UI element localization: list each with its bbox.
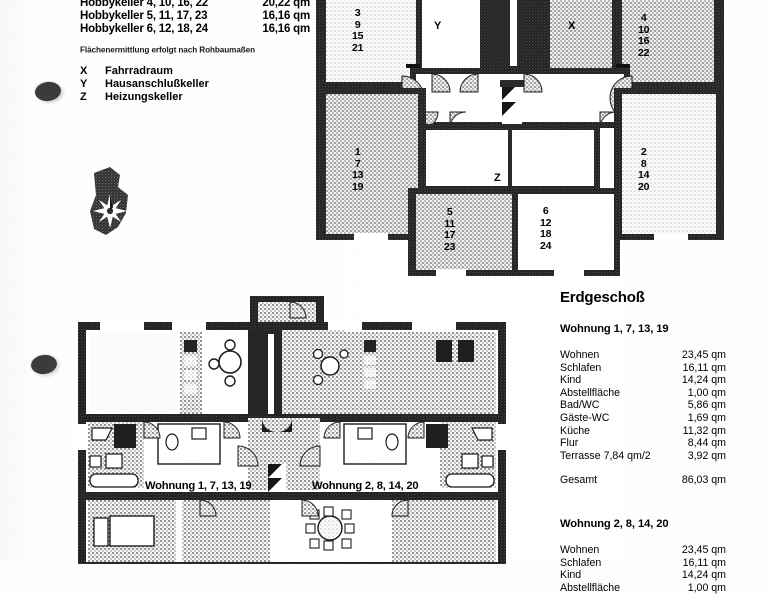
area-row: Schlafen 16,11 qm xyxy=(560,557,760,570)
area-value: 1,00 qm xyxy=(687,581,726,594)
symbol-key-letter: Z xyxy=(80,91,87,104)
area-label: Kind xyxy=(560,374,582,387)
symbol-key-letter: X xyxy=(80,64,88,77)
area-value: 16,11 qm xyxy=(682,556,726,569)
measurement-note: Flächenermittlung erfolgt nach Rohbaumaß… xyxy=(80,45,256,55)
apartment-block-title: Wohnung 1, 7, 13, 19 xyxy=(560,323,669,335)
area-table: Wohnen 23,45 qm Schlafen 16,11 qm Kind 1… xyxy=(560,544,760,594)
area-row: Abstellfläche 1,00 qm xyxy=(560,582,760,594)
block-spacer xyxy=(560,487,760,501)
area-value: 1,00 qm xyxy=(687,386,726,399)
area-value: 5,86 qm xyxy=(687,399,726,412)
apartment-area-block: Wohnung 2, 8, 14, 20 Wohnen 23,45 qm Sch… xyxy=(560,518,760,594)
legend-room-area: 16,16 qm xyxy=(262,23,310,36)
legend-row: Hobbykeller 6, 12, 18, 24 16,16 qm xyxy=(80,23,340,36)
area-label: Schlafen xyxy=(560,361,602,374)
area-total-label: Gesamt xyxy=(560,474,598,487)
area-value: 23,45 qm xyxy=(681,349,726,361)
legend-room-name: Hobbykeller 4, 10, 16, 22 xyxy=(80,0,208,9)
area-value: 3,92 qm xyxy=(687,449,726,462)
floor-title: Erdgeschoß xyxy=(560,289,645,306)
basement-area-legend: Hobbykeller 4, 10, 16, 22 20,22 qm Hobby… xyxy=(80,0,340,105)
area-row: Küche 11,32 qm xyxy=(560,425,760,438)
basement-letter-z: Z xyxy=(494,172,501,184)
area-row: Kind 14,24 qm xyxy=(560,374,760,387)
symbol-key-meaning: Heizungskeller xyxy=(105,91,183,104)
area-row: Kind 14,24 qm xyxy=(560,569,760,582)
symbol-key-letter: Y xyxy=(80,78,88,91)
area-row: Bad/WC 5,86 qm xyxy=(560,399,760,412)
symbol-key-meaning: Hausanschlußkeller xyxy=(105,78,209,91)
area-row: Terrasse 7,84 qm/2 3,92 qm xyxy=(560,450,760,463)
legend-room-name: Hobbykeller 6, 12, 18, 24 xyxy=(80,23,208,36)
area-label: Flur xyxy=(560,437,579,450)
area-total-row: Gesamt 86,03 qm xyxy=(560,474,760,487)
area-value: 14,24 qm xyxy=(681,374,726,387)
area-label: Wohnen xyxy=(560,543,600,556)
apartment-block-title: Wohnung 2, 8, 14, 20 xyxy=(560,517,669,530)
area-value: 8,44 qm xyxy=(687,437,726,450)
area-table: Wohnen 23,45 qm Schlafen 16,11 qm Kind 1… xyxy=(560,349,760,487)
ground-floor-plan xyxy=(72,296,512,564)
area-row: Wohnen 23,45 qm xyxy=(560,544,760,557)
area-label: Küche xyxy=(560,424,591,437)
area-row: Abstellfläche 1,00 qm xyxy=(560,387,760,400)
legend-row: Hobbykeller 5, 11, 17, 23 16,16 qm xyxy=(80,10,340,23)
basement-letter-x: X xyxy=(568,20,576,32)
area-label: Gäste-WC xyxy=(560,411,610,424)
area-value: 23,45 qm xyxy=(681,543,726,556)
area-row: Flur 8,44 qm xyxy=(560,437,760,450)
area-label: Abstellfläche xyxy=(560,386,621,399)
area-label: Kind xyxy=(560,569,582,582)
symbol-key-row: Z Heizungskeller xyxy=(80,91,340,104)
area-row: Gäste-WC 1,69 qm xyxy=(560,412,760,425)
area-total-value: 86,03 qm xyxy=(681,474,726,487)
apartment-label-left: Wohnung 1, 7, 13, 19 xyxy=(145,480,252,492)
symbol-key-meaning: Fahrradraum xyxy=(105,64,173,77)
area-label: Schlafen xyxy=(560,556,602,569)
apartment-area-block: Wohnung 1, 7, 13, 19 Wohnen 23,45 qm Sch… xyxy=(560,323,760,487)
legend-row: Hobbykeller 4, 10, 16, 22 20,22 qm xyxy=(80,0,340,10)
compass-rose-icon xyxy=(84,165,140,238)
symbol-key-row: X Fahrradraum xyxy=(80,65,340,78)
legend-room-area: 16,16 qm xyxy=(262,10,310,23)
area-label: Abstellfläche xyxy=(560,581,621,594)
basement-letter-y: Y xyxy=(434,20,442,32)
area-schedule-column: Erdgeschoß Wohnung 1, 7, 13, 19 Wohnen 2… xyxy=(560,289,760,594)
area-label: Wohnen xyxy=(560,349,600,361)
area-value: 11,32 qm xyxy=(682,424,726,437)
area-value: 16,11 qm xyxy=(682,361,726,374)
symbol-key-list: X Fahrradraum Y Hausanschlußkeller Z Hei… xyxy=(80,65,340,105)
legend-room-name: Hobbykeller 5, 11, 17, 23 xyxy=(80,10,208,23)
area-value: 14,24 qm xyxy=(681,569,726,582)
area-label: Bad/WC xyxy=(560,399,600,412)
basement-floor-plan xyxy=(310,0,730,290)
area-value: 1,69 qm xyxy=(687,411,726,424)
area-row: Wohnen 23,45 qm xyxy=(560,349,760,362)
area-row: Schlafen 16,11 qm xyxy=(560,362,760,375)
symbol-key-row: Y Hausanschlußkeller xyxy=(80,78,340,91)
legend-room-area: 20,22 qm xyxy=(262,0,310,9)
area-label: Terrasse 7,84 qm/2 xyxy=(560,449,651,462)
apartment-label-right: Wohnung 2, 8, 14, 20 xyxy=(312,480,419,492)
